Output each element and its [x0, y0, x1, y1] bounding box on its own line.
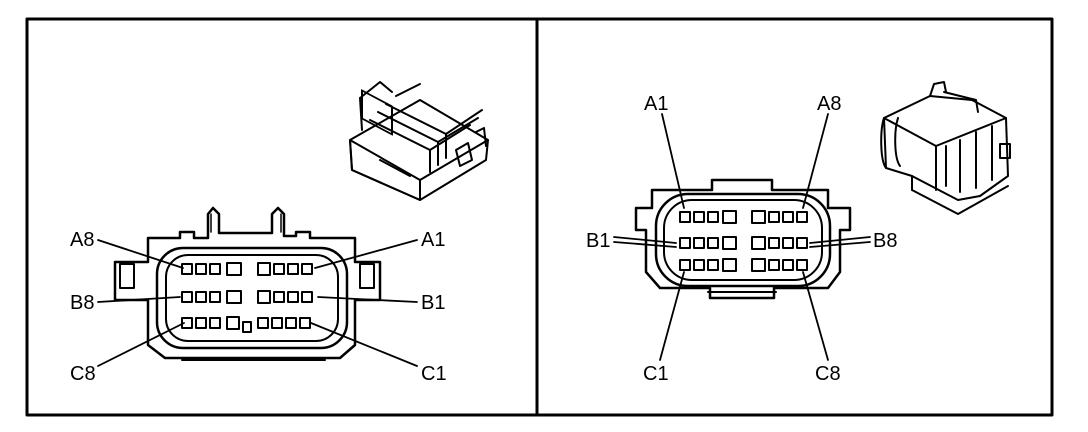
right-label-a1: A1 [644, 93, 668, 115]
left-panel [97, 81, 489, 367]
left-label-a1: A1 [421, 229, 445, 251]
right-pin-row-c [679, 258, 808, 272]
left-label-b1: B1 [421, 292, 445, 314]
right-pin-row-b [679, 236, 808, 250]
left-label-b8: B8 [70, 292, 94, 314]
left-pin-labels: A8 A1 B8 B1 C8 C1 [70, 229, 447, 385]
right-label-c8: C8 [815, 363, 841, 385]
figure-frame [25, 17, 1054, 417]
right-label-a8: A8 [817, 93, 841, 115]
left-pin-row-a [181, 262, 313, 276]
right-connector-face [634, 178, 852, 300]
right-label-c1: C1 [643, 363, 669, 385]
left-connector-thumbnail [349, 81, 489, 201]
left-label-c8: C8 [70, 363, 96, 385]
right-pin-row-a [679, 210, 808, 224]
right-panel [613, 81, 1011, 361]
right-label-b1: B1 [586, 230, 610, 252]
left-leader-lines [97, 239, 418, 367]
right-connector-thumbnail [880, 81, 1011, 215]
left-pin-row-b [181, 290, 313, 304]
left-label-a8: A8 [70, 229, 94, 251]
right-pin-labels: A1 A8 B1 B8 C1 C8 [586, 93, 897, 385]
right-label-b8: B8 [873, 230, 897, 252]
right-leader-lines [613, 113, 871, 361]
left-pin-row-c [181, 316, 311, 333]
left-label-c1: C1 [421, 363, 447, 385]
